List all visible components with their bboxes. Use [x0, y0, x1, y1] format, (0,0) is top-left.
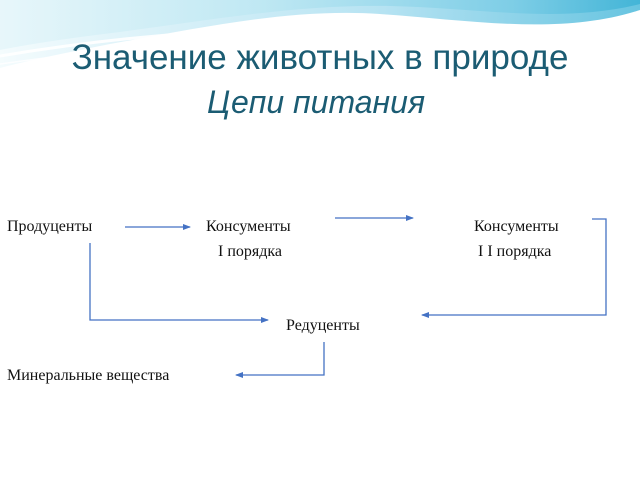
- arrow-producers-to-decomposers: [89, 243, 269, 323]
- node-consumers-1-line1: Консументы: [206, 218, 291, 235]
- arrow-consumers-2-to-decomposers: [421, 218, 607, 318]
- node-consumers-2-line1: Консументы: [474, 218, 559, 235]
- decorative-wave-header: [0, 0, 640, 80]
- node-consumers-2-line2: I I порядка: [478, 243, 552, 260]
- slide-title: Значение животных в природе: [71, 38, 569, 77]
- node-consumers-1-line2: I порядка: [218, 243, 283, 260]
- node-decomposers: Редуценты: [286, 317, 360, 334]
- node-producers: Продуценты: [7, 218, 93, 235]
- slide-subtitle: Цепи питания: [206, 84, 426, 120]
- arrow-decomposers-to-minerals: [235, 342, 325, 378]
- node-minerals: Минеральные вещества: [7, 367, 170, 384]
